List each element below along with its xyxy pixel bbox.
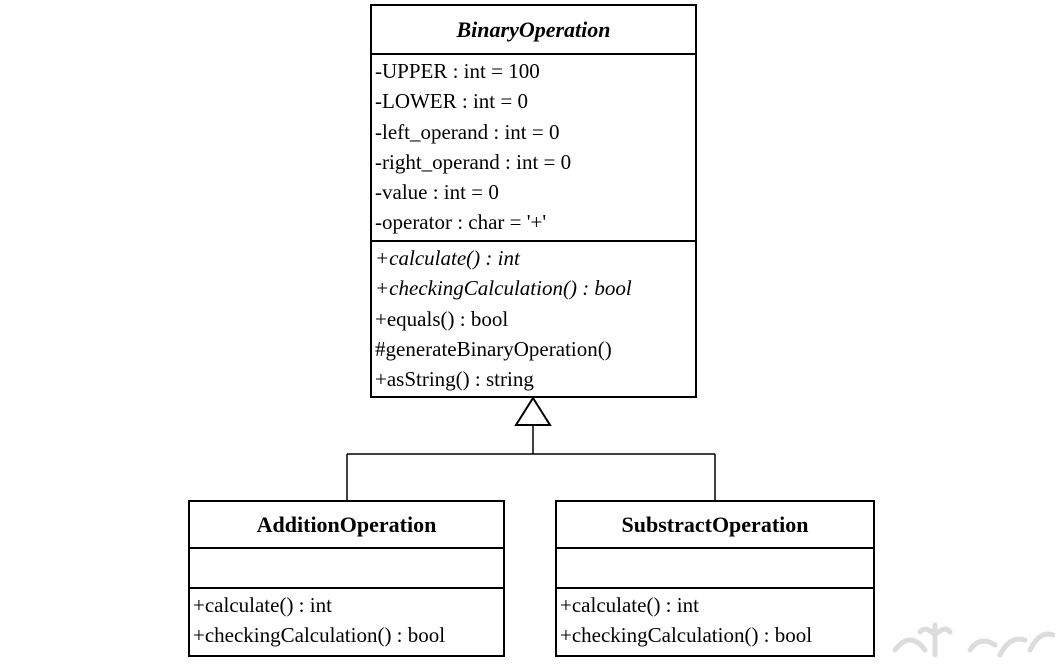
method-calculate-abstract: +calculate() : int: [375, 246, 520, 270]
attributes-section-substract-operation: [557, 549, 873, 589]
class-name-substract-operation: SubstractOperation: [557, 502, 873, 549]
class-addition-operation: AdditionOperation +calculate() : int +ch…: [188, 500, 505, 657]
method-calculate: +calculate() : int: [193, 593, 332, 617]
method-generate-binary-operation: #generateBinaryOperation(): [375, 336, 612, 361]
attribute-upper: -UPPER : int = 100: [375, 59, 540, 83]
attribute-lower: -LOWER : int = 0: [375, 89, 528, 114]
method-checking-calculation-abstract: +checkingCalculation() : bool: [375, 276, 632, 301]
attributes-section-binary-operation: -UPPER : int = 100 -LOWER : int = 0 -lef…: [372, 55, 695, 242]
leaf-watermark-icon: [892, 622, 1055, 658]
attribute-right-operand: -right_operand : int = 0: [375, 149, 572, 174]
class-name-addition-operation: AdditionOperation: [190, 502, 503, 549]
generalization-arrowhead-icon: [514, 396, 552, 426]
class-substract-operation: SubstractOperation +calculate() : int +c…: [555, 500, 875, 657]
method-equals: +equals() : bool: [375, 306, 509, 331]
methods-section-substract-operation: +calculate() : int +checkingCalculation(…: [557, 589, 873, 651]
attribute-operator: -operator : char = '+': [375, 210, 547, 235]
method-as-string: +asString() : string: [375, 367, 534, 392]
method-checking-calculation: +checkingCalculation() : bool: [560, 623, 813, 648]
attributes-section-addition-operation: [190, 549, 503, 589]
methods-section-addition-operation: +calculate() : int +checkingCalculation(…: [190, 589, 503, 651]
class-binary-operation: BinaryOperation -UPPER : int = 100 -LOWE…: [370, 4, 697, 398]
attribute-left-operand: -left_operand : int = 0: [375, 119, 560, 144]
attribute-value: -value : int = 0: [375, 180, 499, 205]
method-calculate: +calculate() : int: [560, 593, 699, 617]
method-checking-calculation: +checkingCalculation() : bool: [193, 623, 446, 648]
methods-section-binary-operation: +calculate() : int +checkingCalculation(…: [372, 242, 695, 394]
class-name-binary-operation: BinaryOperation: [372, 6, 695, 55]
